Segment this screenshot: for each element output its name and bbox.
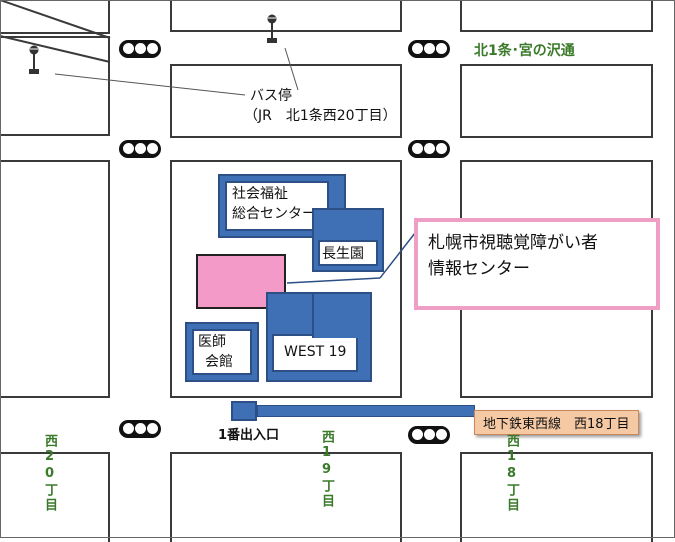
bus-stop-title: バス停 bbox=[250, 88, 292, 104]
building-choseien bbox=[312, 208, 384, 272]
traffic-signal-icon bbox=[119, 420, 161, 438]
city-block bbox=[460, 0, 653, 32]
city-block bbox=[170, 452, 402, 542]
bus-stop-icon bbox=[267, 14, 277, 43]
city-block bbox=[0, 160, 110, 398]
city-block bbox=[0, 36, 110, 136]
exit-1-marker bbox=[231, 401, 257, 421]
city-block bbox=[170, 64, 402, 138]
street-name-north: 北1条･宮の沢通 bbox=[474, 43, 575, 59]
street-name-nishi18: 西18丁目 bbox=[504, 434, 519, 513]
street-name-nishi19: 西19丁目 bbox=[319, 430, 334, 509]
subway-passage bbox=[257, 405, 475, 417]
medical-hall-line2: 会館 bbox=[205, 354, 233, 370]
traffic-signal-icon bbox=[408, 40, 450, 58]
bus-stop-icon bbox=[29, 45, 39, 74]
subway-station-label: 地下鉄東西線 西18丁目 bbox=[474, 410, 639, 435]
traffic-signal-icon bbox=[408, 426, 450, 444]
building-choseien-label-box bbox=[318, 240, 378, 266]
target-name-line2: 情報センター bbox=[428, 259, 530, 279]
building-medical-hall bbox=[185, 322, 259, 382]
street-name-nishi20: 西20丁目 bbox=[42, 434, 57, 513]
social-welfare-line2: 総合センター bbox=[232, 206, 316, 222]
building-social-welfare-label-box bbox=[225, 181, 329, 231]
exit-1-label: 1番出入口 bbox=[218, 428, 280, 443]
building-medical-hall-label-box bbox=[192, 329, 252, 375]
traffic-signal-icon bbox=[408, 140, 450, 158]
target-callout: 札幌市視聴覚障がい者 情報センター bbox=[414, 218, 660, 310]
traffic-signal-icon bbox=[119, 40, 161, 58]
choseien-label: 長生園 bbox=[322, 246, 364, 262]
building-west19-tower bbox=[312, 292, 372, 338]
social-welfare-line1: 社会福祉 bbox=[232, 186, 288, 202]
city-block bbox=[460, 64, 653, 138]
medical-hall-line1: 医師 bbox=[198, 334, 226, 350]
target-name-line1: 札幌市視聴覚障がい者 bbox=[428, 233, 598, 253]
traffic-signal-icon bbox=[119, 140, 161, 158]
west19-label: WEST 19 bbox=[284, 344, 347, 360]
city-block bbox=[170, 0, 402, 32]
city-block bbox=[0, 452, 110, 542]
bus-stop-subtitle: （JR 北1条西20丁目） bbox=[244, 108, 397, 124]
city-block bbox=[460, 452, 653, 542]
